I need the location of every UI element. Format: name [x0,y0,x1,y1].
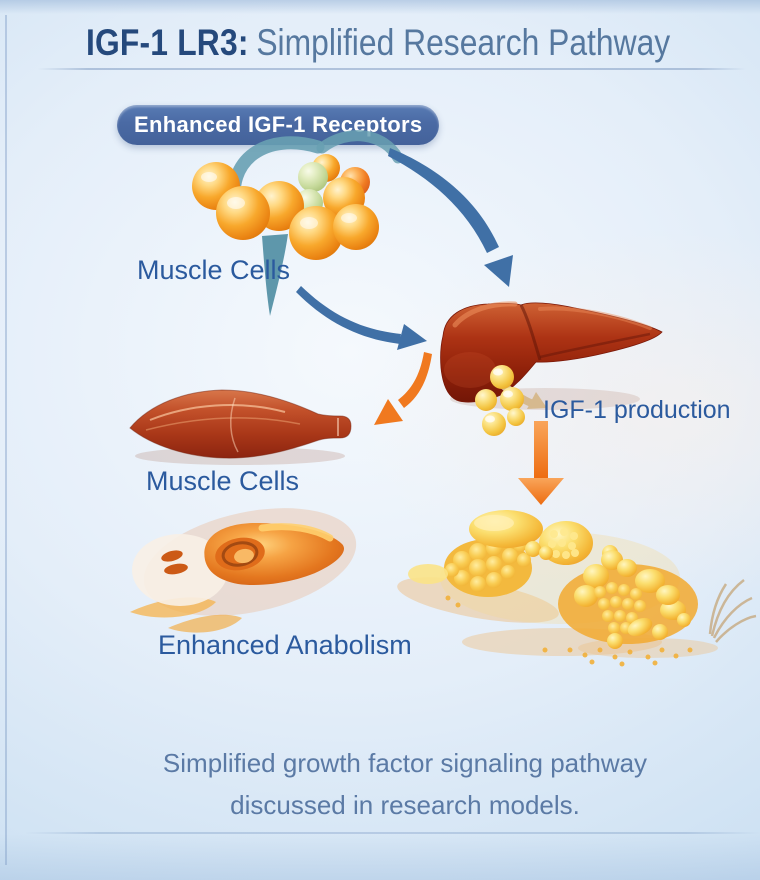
enhanced-anabolism-label: Enhanced Anabolism [158,630,412,660]
footer-caption-line1: Simplified growth factor signaling pathw… [162,748,648,778]
tissue-growth-illustration [397,510,757,667]
arrow-production-down-icon [518,421,564,505]
footer-caption-line2: discussed in research models. [230,790,580,820]
igf1-production-label: IGF-1 production [543,396,731,424]
muscle-cell-cluster-illustration [192,154,379,260]
muscle-cells-mid-label: Muscle Cells [146,466,300,496]
muscle-cells-top-label: Muscle Cells [137,255,291,285]
bottom-divider [25,832,760,834]
arrow-liver-to-muscle-icon [374,352,432,425]
anabolism-cell-illustration [130,508,357,633]
title-product-name: IGF-1 LR3: [86,22,249,63]
arrow-receptors-to-liver-icon [388,148,513,287]
page-title: IGF-1 LR3:Simplified Research Pathway [86,22,670,64]
liver-illustration [440,301,663,410]
arrow-musclecells-to-liver-icon [296,286,427,350]
title-subtitle: Simplified Research Pathway [256,22,671,63]
muscle-fiber-illustration [129,389,352,465]
page-edge-line [5,15,7,865]
title-divider [38,68,746,70]
igf1-droplets [475,365,525,436]
footer-caption: Simplified growth factor signaling pathw… [55,742,755,826]
wheat-strands [708,579,757,643]
